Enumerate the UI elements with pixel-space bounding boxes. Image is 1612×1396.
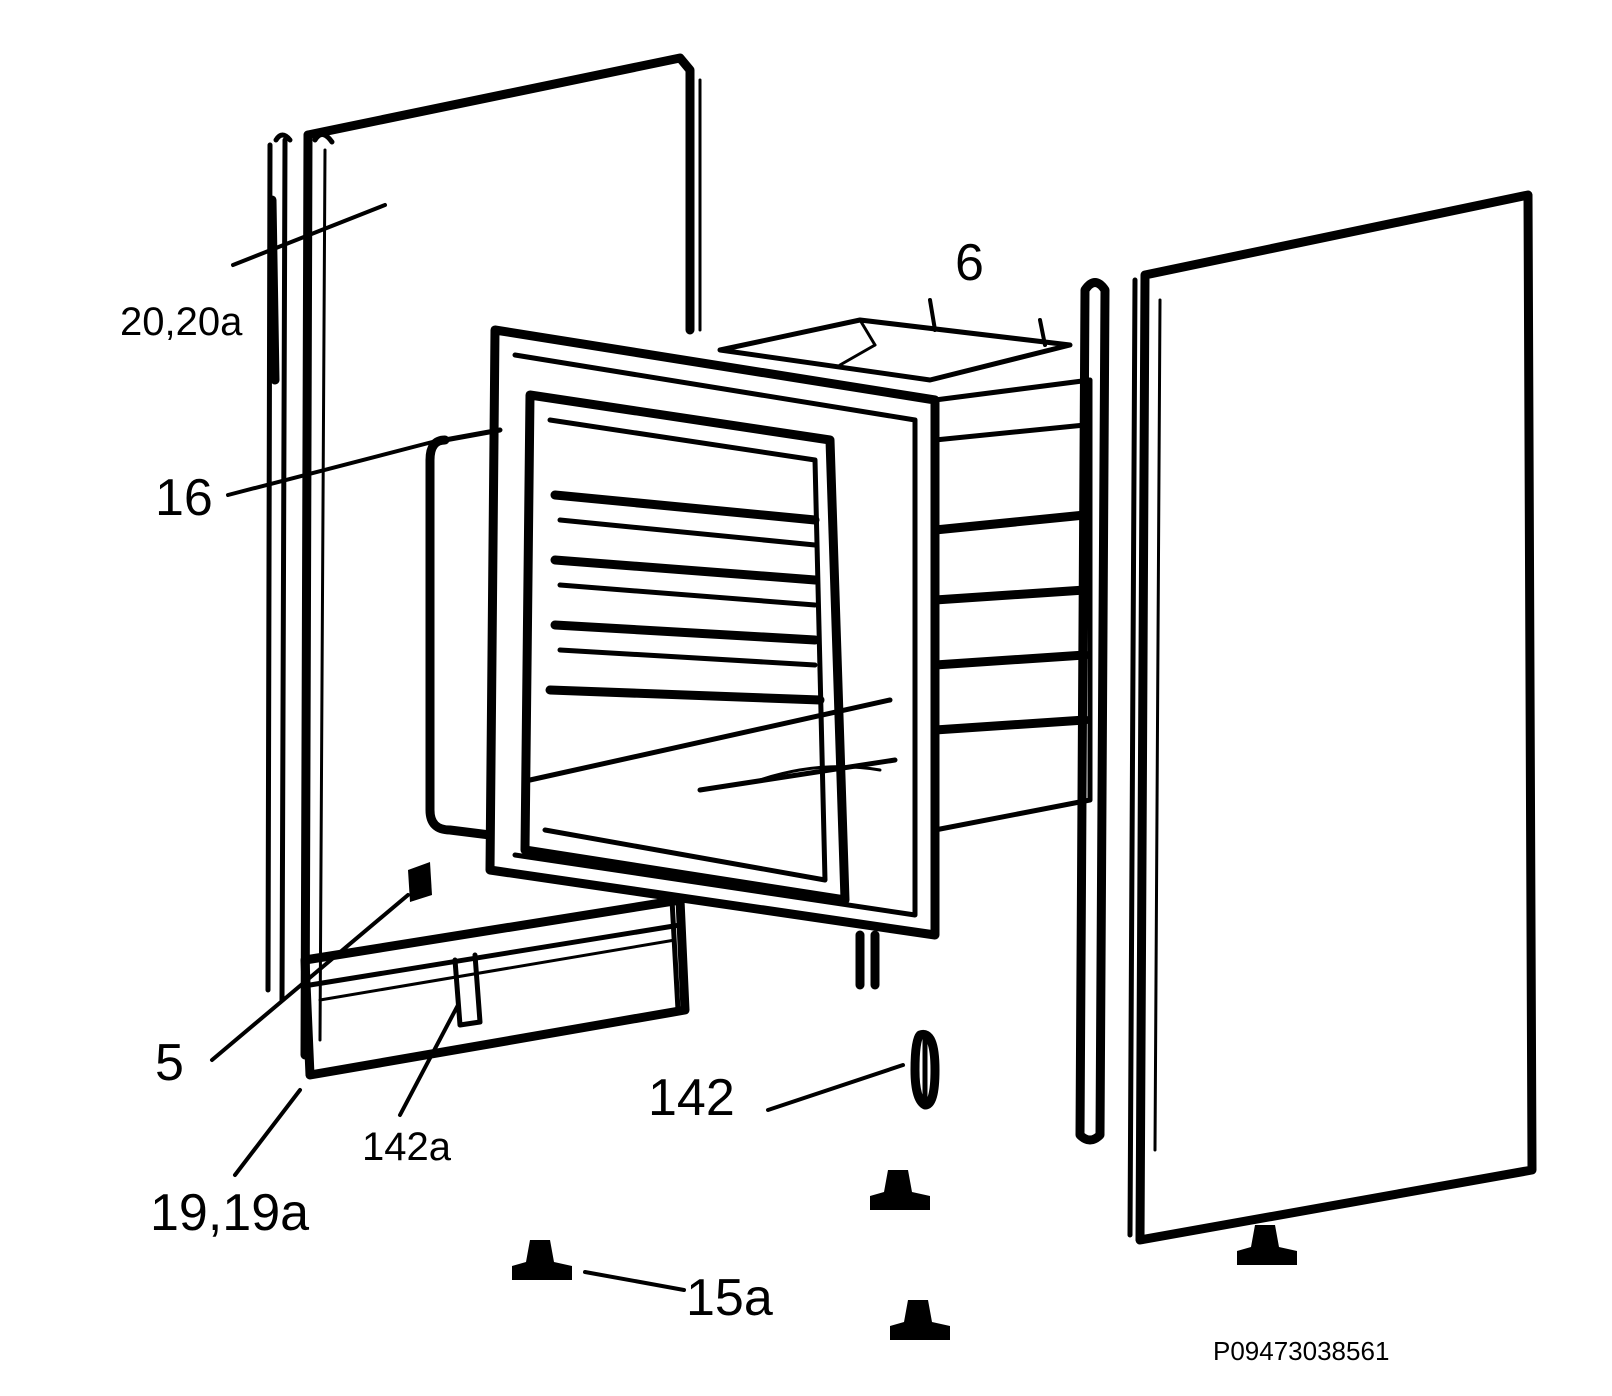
label-20-20a: 20,20a: [120, 300, 243, 344]
foot-part: [1237, 1225, 1297, 1265]
leader-19-19a: [233, 1088, 302, 1177]
oven-cavity: [485, 325, 1093, 990]
label-142a: 142a: [362, 1125, 452, 1169]
leader-6b: [1038, 318, 1047, 347]
foot-part: [890, 1300, 950, 1340]
leader-142: [766, 1063, 905, 1112]
foot-part: [870, 1170, 930, 1210]
foot-parts: [512, 1170, 1297, 1340]
leader-lines: [210, 203, 1047, 1292]
leader-20-20a: [231, 203, 387, 267]
foot-part: [512, 1240, 572, 1280]
screw-part: [910, 1030, 940, 1110]
right-side-panel: [1127, 190, 1537, 1245]
label-19-19a: 19,19a: [150, 1184, 309, 1242]
leader-16: [226, 438, 442, 497]
leader-6: [928, 298, 937, 332]
right-side-rail: [1075, 278, 1110, 1145]
leader-15a: [583, 1270, 686, 1292]
label-142: 142: [648, 1069, 735, 1127]
top-cover: [717, 317, 1073, 383]
leader-5: [210, 893, 410, 1062]
label-6: 6: [955, 234, 984, 292]
leader-142a: [398, 1003, 460, 1117]
label-16: 16: [155, 469, 213, 527]
label-5: 5: [155, 1034, 184, 1092]
base-panel: [300, 895, 690, 1080]
left-side-panel: [265, 53, 702, 1060]
label-15a: 15a: [686, 1269, 773, 1327]
drawing-code: P09473038561: [1213, 1336, 1389, 1366]
bracket-part: [408, 862, 432, 902]
